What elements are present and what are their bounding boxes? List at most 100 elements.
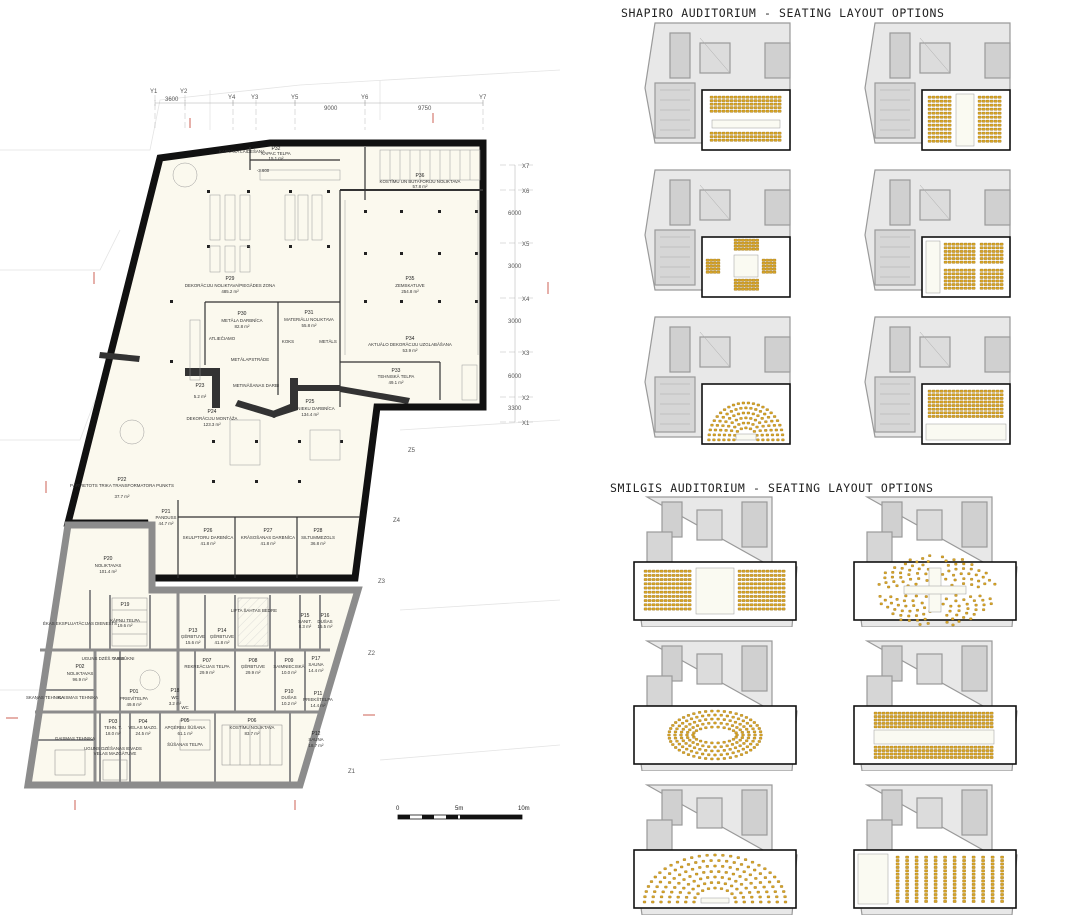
- seat: [687, 603, 692, 607]
- room-id: P34: [406, 336, 415, 342]
- seat: [999, 389, 1004, 393]
- seat: [659, 569, 664, 573]
- seat: [716, 258, 721, 262]
- axis-x6: X6: [522, 189, 530, 195]
- seat: [713, 267, 717, 271]
- seat: [991, 286, 996, 290]
- seat: [991, 407, 996, 411]
- seat: [987, 404, 992, 407]
- seat: [749, 582, 754, 586]
- seat: [769, 264, 773, 268]
- seat: [914, 862, 919, 866]
- seat: [955, 393, 960, 397]
- seat: [945, 718, 950, 722]
- axis-y2: Y2: [180, 89, 188, 95]
- seat: [667, 578, 672, 581]
- room-id: P18: [171, 688, 180, 694]
- seat: [967, 272, 972, 276]
- seat: [901, 722, 906, 725]
- seat: [769, 102, 774, 106]
- stage: [955, 93, 975, 147]
- seat: [717, 106, 722, 110]
- seat: [985, 725, 990, 729]
- seat: [959, 415, 964, 418]
- seat: [765, 582, 770, 586]
- room-name: ĢĒRBTUVE: [241, 664, 265, 669]
- seat: [914, 594, 918, 598]
- seat: [963, 393, 968, 397]
- seat: [744, 241, 749, 245]
- seat: [716, 264, 721, 268]
- seat: [945, 711, 950, 715]
- seat: [701, 744, 705, 748]
- seat: [659, 582, 664, 586]
- seat: [663, 574, 668, 577]
- seat: [877, 725, 882, 729]
- seat: [933, 718, 938, 722]
- seat: [744, 426, 748, 430]
- seat: [945, 715, 950, 718]
- seat: [954, 594, 958, 597]
- seat: [939, 95, 944, 99]
- seat: [943, 253, 948, 257]
- seat: [917, 756, 922, 759]
- seat: [751, 727, 755, 731]
- seat: [769, 586, 774, 590]
- seat: [772, 264, 777, 268]
- seat: [955, 242, 960, 246]
- seat: [889, 718, 894, 722]
- seat: [971, 279, 976, 283]
- seat: [961, 722, 966, 725]
- seat: [907, 573, 911, 576]
- seat: [758, 421, 762, 424]
- seat: [727, 438, 731, 442]
- seat: [777, 95, 782, 99]
- seat: [729, 95, 734, 99]
- seat: [709, 135, 714, 139]
- seat: [973, 718, 978, 722]
- seat: [683, 578, 688, 581]
- zone-label: METĀLAPSTRĀDE: [231, 357, 269, 362]
- seat: [945, 749, 950, 752]
- seat: [761, 578, 766, 581]
- seat: [757, 599, 762, 602]
- seat: [873, 711, 878, 715]
- seat: [963, 389, 968, 393]
- seat: [957, 604, 961, 608]
- seat: [995, 246, 1000, 250]
- seat: [704, 749, 708, 752]
- seat: [985, 107, 990, 111]
- seat: [970, 563, 974, 566]
- seat: [696, 892, 700, 896]
- seat: [647, 603, 652, 607]
- seat: [757, 574, 762, 577]
- seat: [734, 418, 738, 422]
- seat: [983, 415, 988, 418]
- seat: [678, 891, 682, 894]
- seat: [905, 862, 909, 866]
- seat: [647, 578, 652, 581]
- seat: [991, 411, 996, 415]
- seat: [899, 614, 903, 617]
- seat: [773, 586, 778, 590]
- seat: [989, 115, 994, 119]
- seat: [701, 752, 705, 756]
- seat: [923, 606, 927, 609]
- seat: [971, 257, 976, 260]
- zone-label: KOKS: [282, 339, 294, 344]
- seat: [713, 99, 718, 103]
- seat: [990, 859, 995, 862]
- seat: [748, 247, 752, 251]
- zone-label: UGUNS DZĒŠ.TAS SŪKNI: [82, 656, 135, 661]
- seat: [927, 107, 932, 111]
- seat: [943, 119, 948, 123]
- seat: [701, 714, 705, 718]
- seat: [878, 595, 882, 598]
- seat: [883, 598, 887, 602]
- seat: [736, 749, 741, 753]
- seat: [935, 393, 940, 397]
- seat: [655, 595, 660, 598]
- seat: [969, 617, 973, 621]
- seat: [955, 250, 960, 253]
- seat: [761, 607, 766, 611]
